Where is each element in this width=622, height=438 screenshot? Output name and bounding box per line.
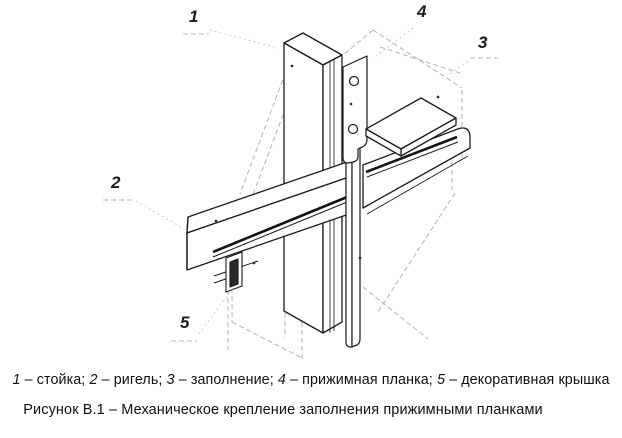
callout-3: 3 [478,33,488,52]
legend-num-1: 1 [12,372,21,388]
decorative-cap [225,251,243,293]
legend-num-5: 5 [436,372,446,388]
legend-label-3: – заполнение; [174,372,278,388]
legend-num-4: 4 [277,372,286,388]
legend-num-2: 2 [89,372,98,388]
legend-label-4: – прижимная планка; [285,372,437,388]
reference-dots [214,64,440,265]
legend-num-3: 3 [166,372,175,388]
figure-title: Рисунок В.1 – Механическое крепление зап… [23,402,543,418]
callout-2: 2 [111,173,121,192]
legend-label-2: – ригель; [97,372,167,388]
legend-label-1: – стойка; [20,372,90,388]
callout-underlines [103,33,498,342]
callout-leaders [135,27,469,335]
transom-right [362,127,471,215]
figure-caption: 1 – стойка; 2 – ригель; 3 – заполнение; … [0,372,622,418]
callout-5: 5 [180,313,190,332]
figure-legend: 1 – стойка; 2 – ригель; 3 – заполнение; … [0,372,622,388]
pressure-plate [365,97,457,157]
mounting-bracket [342,55,368,164]
callout-1: 1 [189,7,199,26]
technical-drawing: 1 2 3 4 5 [103,2,498,359]
callout-4: 4 [417,2,427,21]
cover-strip [345,144,361,348]
legend-label-5: – декоративная крышка [445,372,610,388]
transom-left [186,160,353,284]
